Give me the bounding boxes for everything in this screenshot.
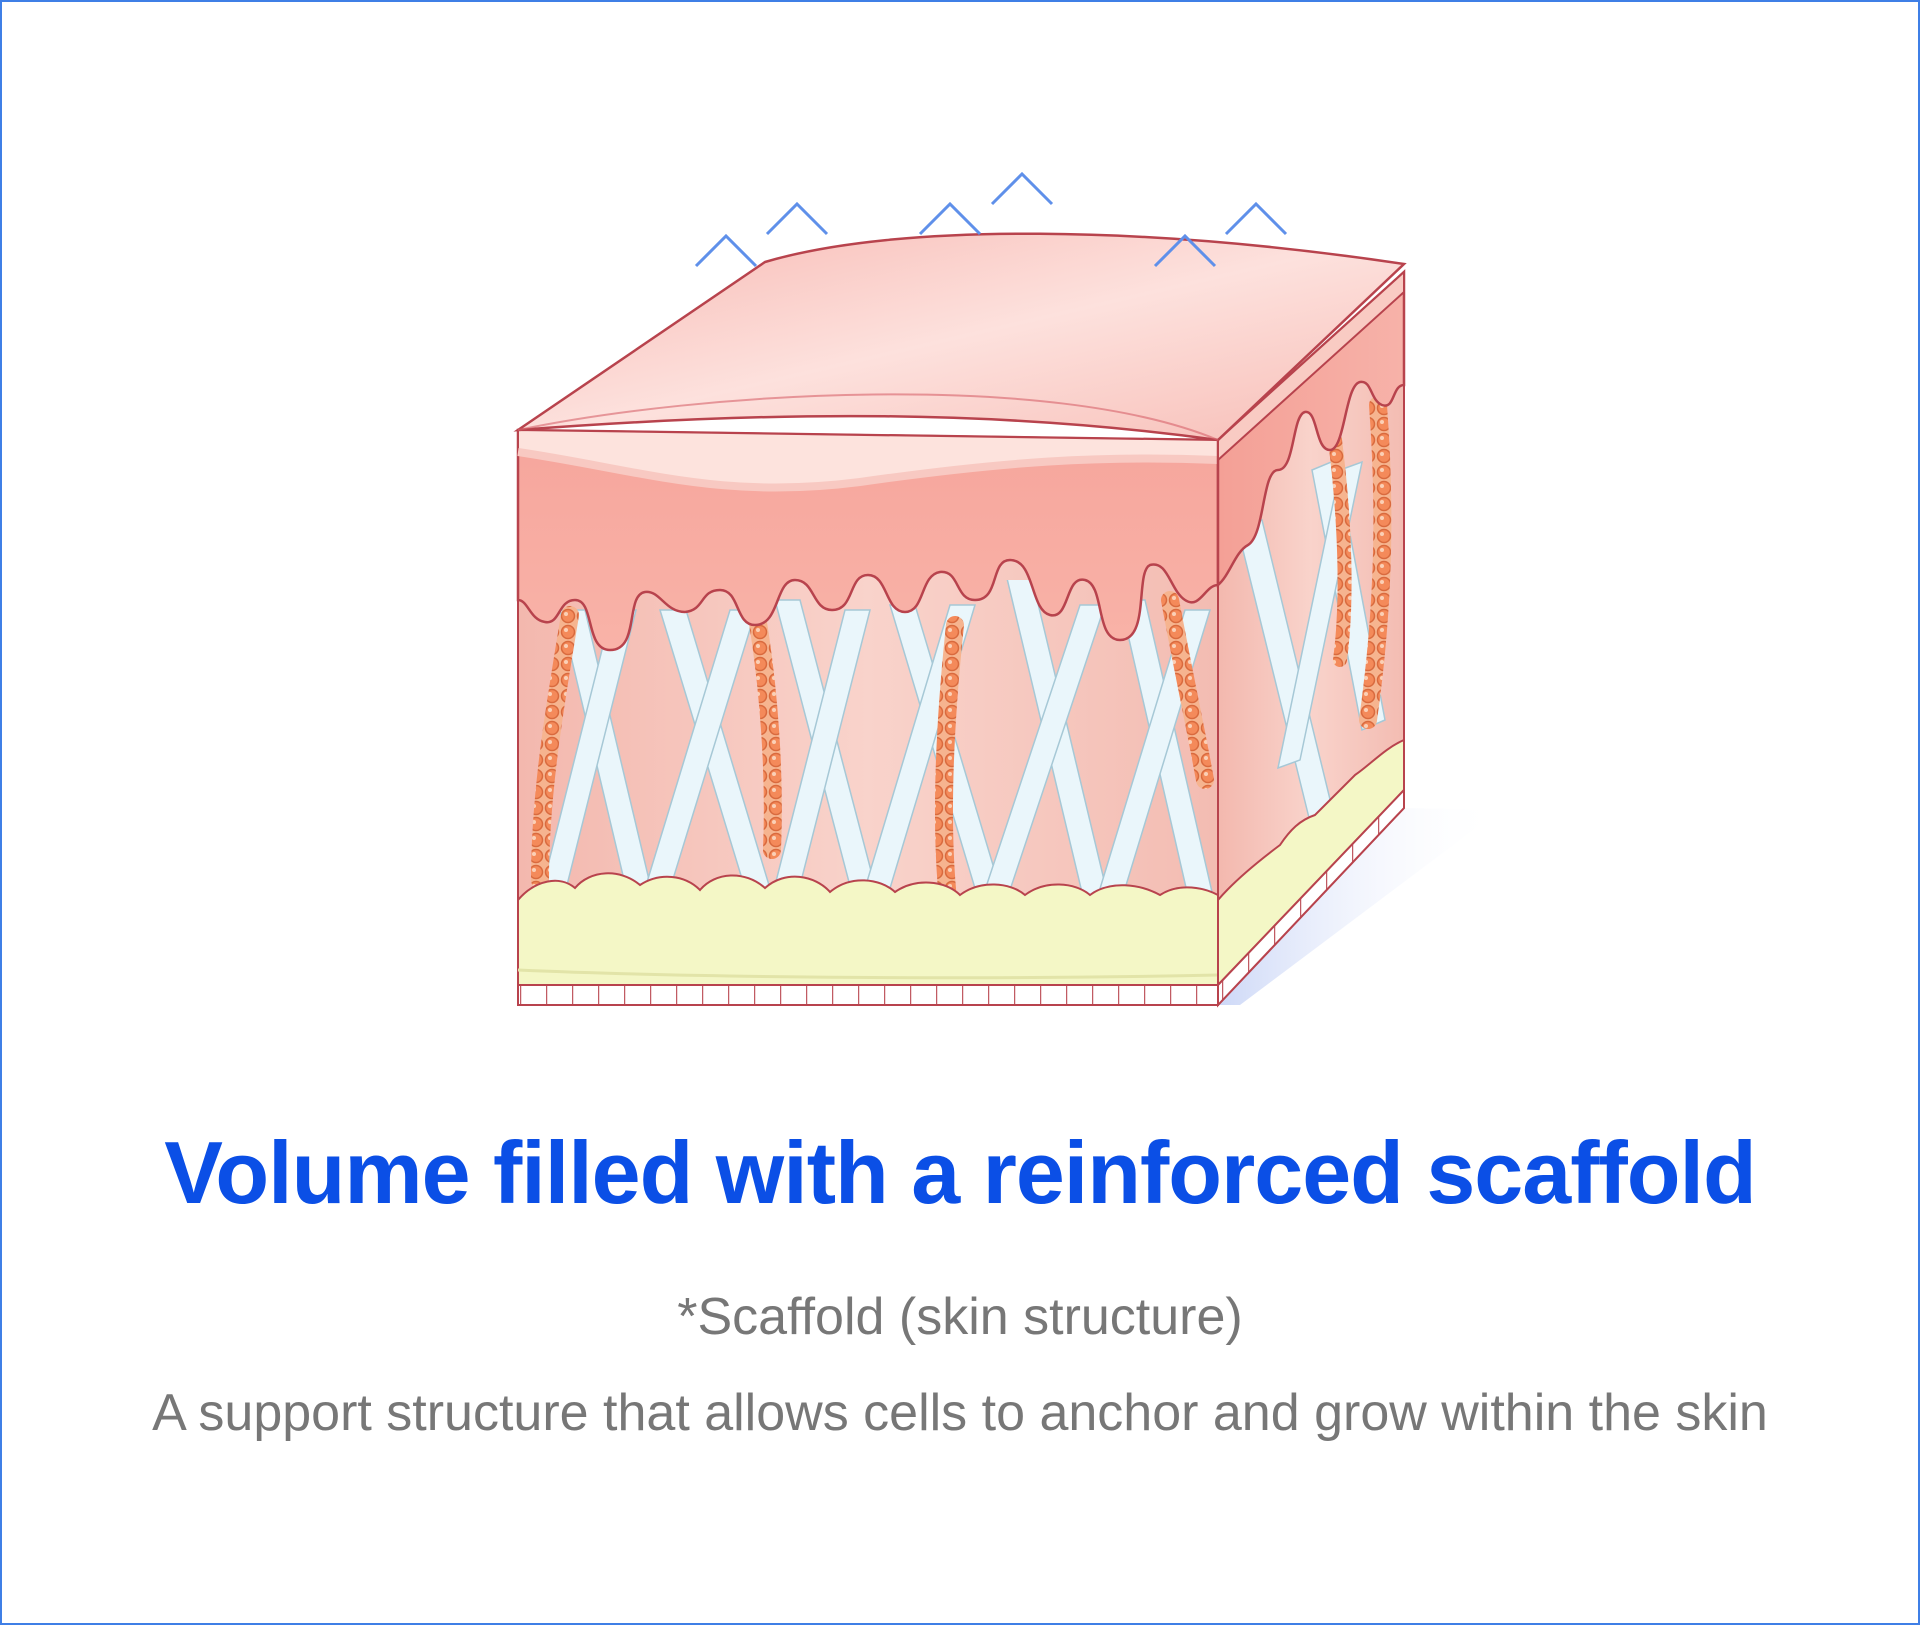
up-arrow-icon xyxy=(990,171,1054,268)
floor-shadow xyxy=(1218,808,1500,1005)
elastin-fibers-front xyxy=(531,591,1214,909)
top-face xyxy=(513,232,1407,442)
caption-subtitle: *Scaffold (skin structure) xyxy=(677,1288,1243,1346)
up-arrow-icon xyxy=(1153,233,1217,330)
caption-title: Volume filled with a reinforced scaffold xyxy=(164,1123,1757,1222)
up-arrow-icon xyxy=(1224,201,1288,298)
side-face xyxy=(1216,269,1406,1008)
front-face xyxy=(516,428,1220,1006)
skin-cross-section-illustration xyxy=(513,171,1500,1008)
caption-description: A support structure that allows cells to… xyxy=(152,1384,1768,1442)
up-arrow-icon xyxy=(918,201,982,300)
up-arrow-icon xyxy=(765,201,829,298)
lift-arrows xyxy=(694,171,1288,330)
up-arrow-icon xyxy=(694,233,758,330)
